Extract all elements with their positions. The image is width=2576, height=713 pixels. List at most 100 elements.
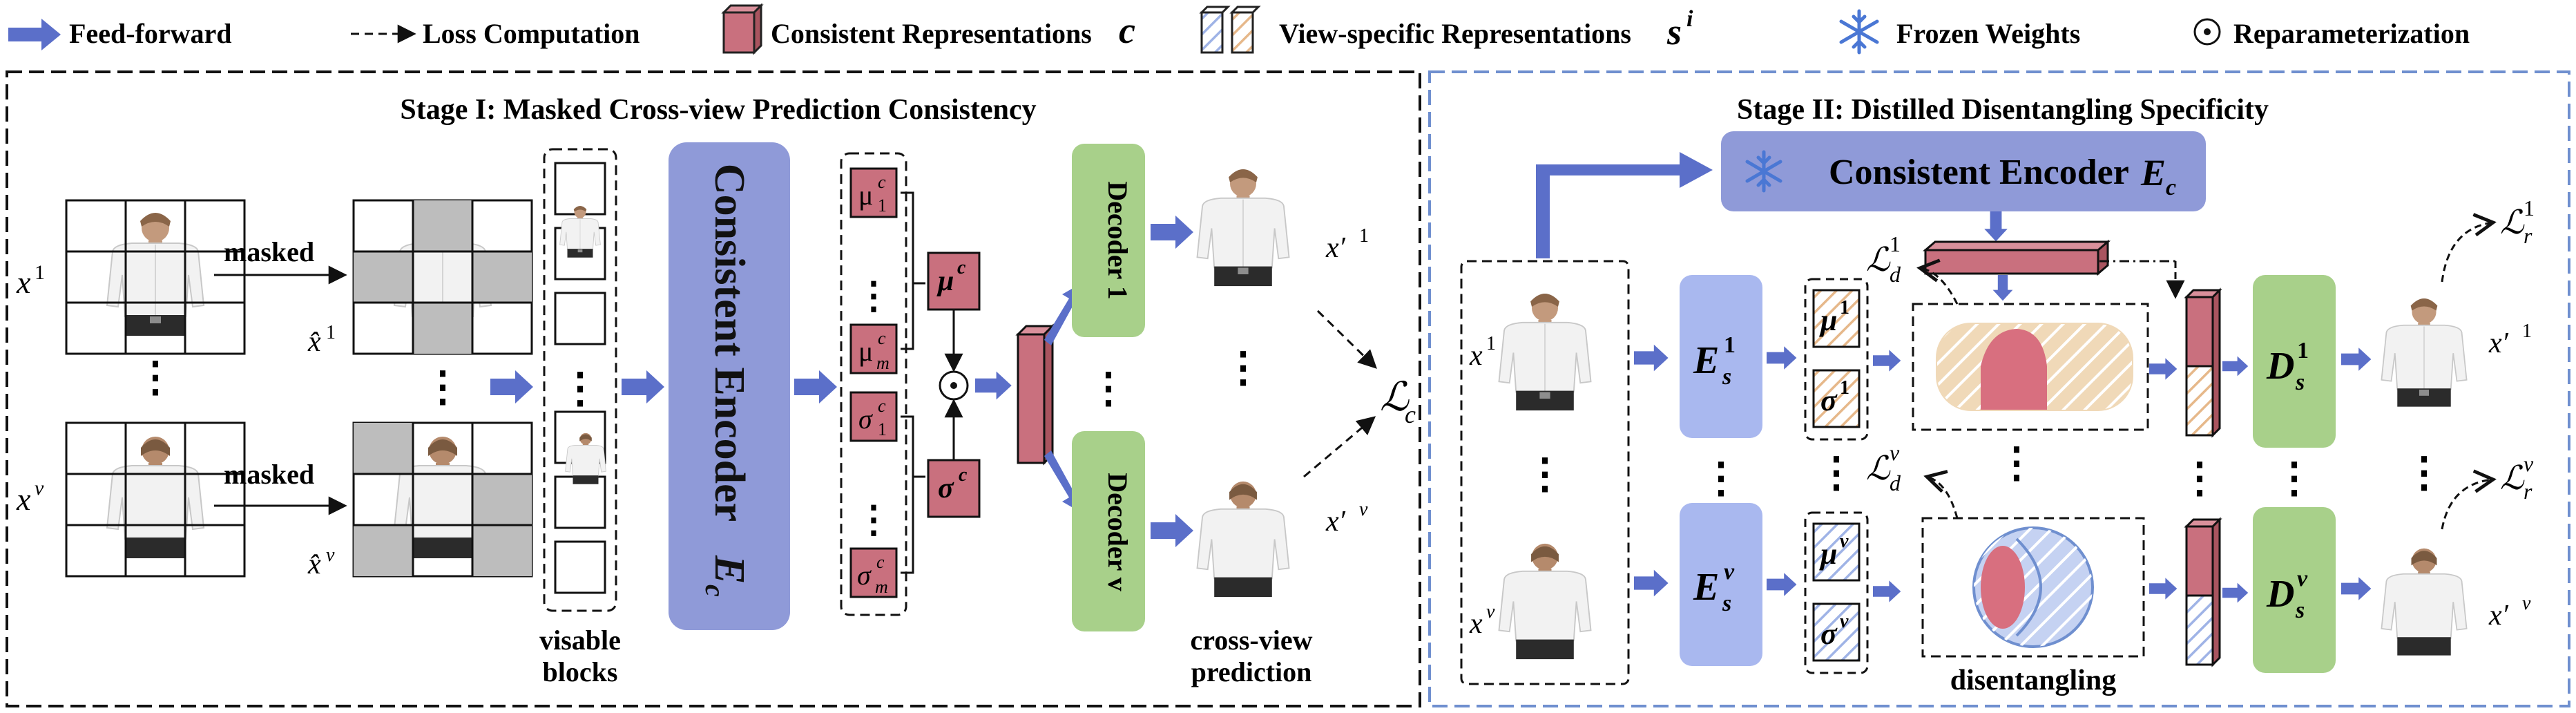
- stage2-sigma-1: σ: [1820, 383, 1838, 417]
- stage2-encoder-sub: c: [2166, 175, 2176, 200]
- consistent-latent-block: [1015, 323, 1055, 466]
- input-view-v-grid: [65, 421, 246, 578]
- arrow-input-to-frozen-encoder: [1536, 152, 1713, 258]
- sigma-c-block: [927, 459, 981, 518]
- stage1-encoder-symbol: E: [706, 555, 753, 584]
- es-v-sub: s: [1722, 591, 1731, 616]
- stage2-mu-v: μ: [1819, 537, 1837, 571]
- loss-rv-sup: v: [2524, 451, 2534, 476]
- svg-text:⋮: ⋮: [2179, 455, 2220, 501]
- legend-consistent-symbol: c: [1119, 10, 1135, 51]
- arrow-reparam-to-latent: [975, 371, 1012, 400]
- sigma-1-c-sup: c: [878, 396, 886, 416]
- loss-c-label: ℒ: [1380, 374, 1410, 419]
- stage2-consistent-encoder: Consistent Encoder E c: [1721, 131, 2206, 211]
- stage1-encoder-sub: c: [700, 584, 731, 597]
- sigma-1-c: σ: [858, 403, 873, 435]
- sigma-m-c-sub: m: [875, 577, 888, 597]
- legend-feed-forward: Feed-forward: [69, 18, 231, 49]
- arrow-disentanglev-to-concat: [2149, 578, 2178, 600]
- ds-1-label: D: [2266, 345, 2294, 388]
- loss-rv-sub: r: [2524, 479, 2532, 504]
- input-view-v-sup: v: [35, 477, 44, 500]
- stage2-input-1-sup: 1: [1486, 333, 1496, 354]
- output-view-1-label: x′: [1325, 232, 1346, 264]
- masked-label-v: masked: [224, 459, 314, 490]
- input-view-v-label: x: [16, 482, 31, 517]
- es-1-sup: 1: [1724, 332, 1736, 358]
- snowflake-icon: [1745, 150, 1782, 193]
- specific-encoder-1-block: [1680, 275, 1762, 438]
- ds-v-label: D: [2266, 573, 2294, 616]
- specific-decoder-v-block: [2253, 507, 2336, 673]
- es-1-sub: s: [1722, 364, 1731, 390]
- svg-text:⋮: ⋮: [1996, 440, 2037, 486]
- snowflake-icon: [1839, 9, 1879, 55]
- stage2-output-1-person-photo-icon: [2381, 298, 2468, 408]
- arrow-concatv-to-dsv: [2222, 582, 2249, 603]
- stage2-mu-1-sup: 1: [1840, 297, 1849, 319]
- concat-feature-1: [2184, 287, 2222, 438]
- stage2-sigma-1-sup: 1: [1840, 377, 1849, 399]
- arrow-input1-to-es1: [1634, 344, 1669, 372]
- arrow-masked-to-visible: [490, 370, 533, 403]
- stage2-input-v-sup: v: [1486, 601, 1495, 622]
- svg-text:⋮: ⋮: [855, 275, 892, 316]
- ds-1-sub: s: [2295, 370, 2305, 395]
- specific-moments-v: [1804, 511, 1869, 674]
- input-view-1-grid: [65, 199, 246, 355]
- stage2-output-1-sup: 1: [2522, 321, 2532, 342]
- masked-view-1-grid: [352, 199, 533, 355]
- decoder-1-label: Decoder 1: [1102, 181, 1133, 299]
- loss-r1-sup: 1: [2524, 196, 2535, 220]
- arrow-concat1-to-ds1: [2222, 356, 2249, 377]
- legend-frozen-weights: Frozen Weights: [1896, 18, 2080, 49]
- mu-c-sup: c: [957, 257, 966, 278]
- mu-1-c-sub: 1: [878, 196, 887, 216]
- stage2-encoder-label: Consistent Encoder: [1829, 153, 2129, 192]
- ds-1-sup: 1: [2297, 338, 2309, 363]
- masked-view-1-label: x̂: [307, 326, 321, 358]
- stage1-encoder-label: Consistent Encoder: [706, 164, 753, 522]
- output-view-v-person-photo-icon: [1196, 480, 1290, 598]
- stage2-input-column: ⋮: [1460, 260, 1630, 685]
- svg-text:⋮: ⋮: [1088, 365, 1129, 411]
- reparameterization-circle-icon: [2193, 18, 2221, 46]
- arrow-moments1-to-disentangle: [1873, 350, 1901, 372]
- consistent-feature-bar: [1922, 239, 2111, 276]
- loss-dv-sup: v: [1890, 440, 1900, 465]
- consistent-representation-block-icon: [721, 3, 764, 55]
- svg-text:⋮: ⋮: [2403, 450, 2445, 495]
- visible-blocks-label-line2: blocks: [543, 656, 618, 687]
- arrow-es1-to-moments: [1767, 346, 1797, 370]
- arrow-decoder-v-to-output: [1151, 514, 1193, 547]
- masked-view-v-grid: [352, 421, 533, 578]
- stage1-input-ellipsis: ⋮: [135, 354, 176, 400]
- arrow-ds1-to-output: [2341, 348, 2372, 371]
- sigma-1-c-sub: 1: [878, 419, 887, 439]
- sigma-m-c-sup: c: [876, 552, 885, 572]
- stage2-mu-1: μ: [1819, 303, 1837, 337]
- specific-decoder-1-block: [2253, 275, 2336, 448]
- loss-dv-sub: d: [1890, 470, 1901, 495]
- cross-view-label-line2: prediction: [1191, 656, 1312, 687]
- loss-c-sub: c: [1405, 401, 1416, 428]
- output-view-v-sup: v: [1359, 499, 1368, 520]
- masked-view-1-sup: 1: [326, 322, 336, 343]
- stage2-sigma-v: σ: [1820, 617, 1838, 651]
- stage2-output-1-label: x′: [2488, 327, 2509, 359]
- stage1-consistent-encoder: Consistent Encoder E c: [669, 142, 790, 630]
- stage1-masked-ellipsis: ⋮: [422, 364, 463, 410]
- specific-encoder-v-block: [1680, 503, 1762, 666]
- masked-view-v-label: x̂: [307, 549, 321, 580]
- mu-m-c-sub: m: [876, 353, 890, 373]
- cross-view-label-line1: cross-view: [1191, 625, 1313, 656]
- masked-label-1: masked: [224, 236, 314, 267]
- moments-column: ⋮ ⋮: [840, 152, 907, 616]
- visible-blocks-label-line1: visable: [539, 625, 621, 656]
- svg-text:⋮: ⋮: [2274, 455, 2315, 501]
- output-view-1-sup: 1: [1359, 225, 1369, 247]
- arrow-encoder-to-feature: [1984, 211, 2008, 242]
- svg-text:⋮: ⋮: [855, 499, 892, 540]
